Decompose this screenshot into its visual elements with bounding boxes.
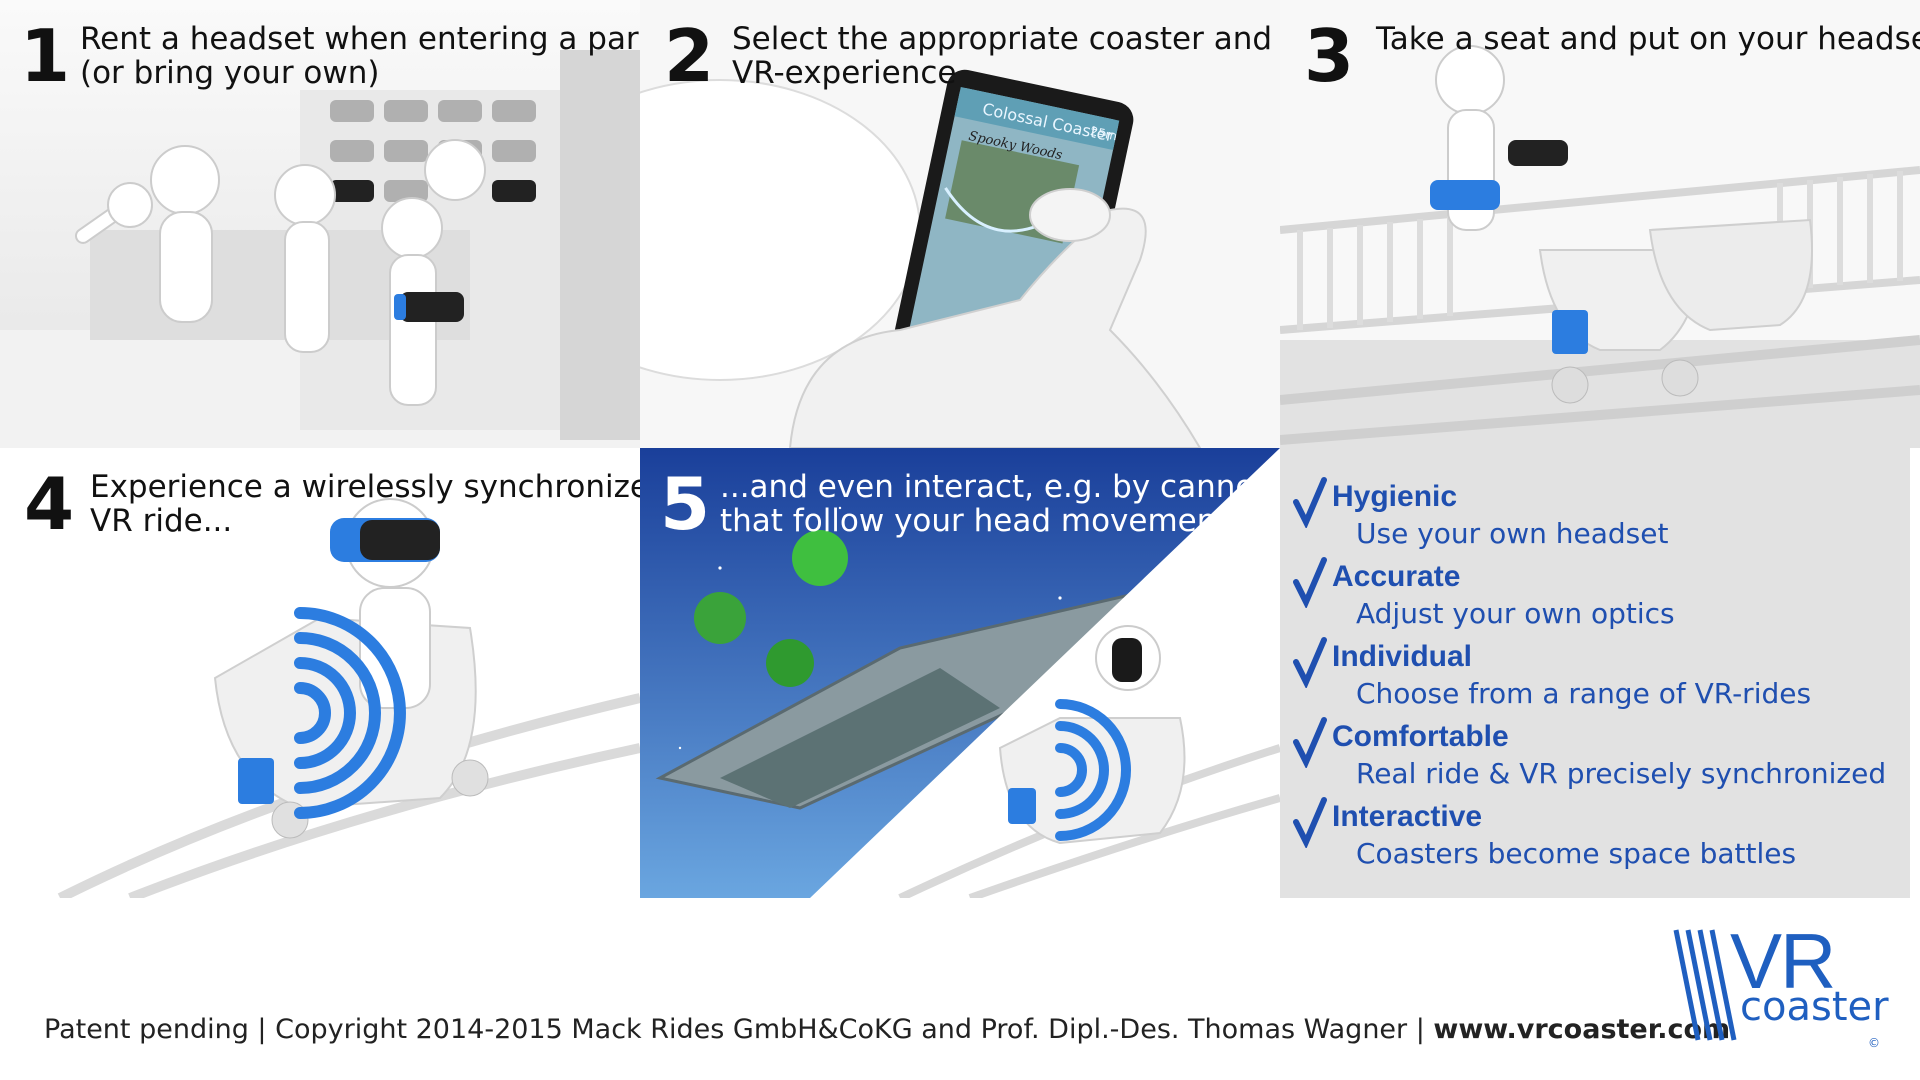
vrcoaster-logo: VR coaster © [1668, 917, 1889, 1054]
step-panel-2: Colossal Coaster 25m Spooky Woods 2 Sele… [640, 0, 1280, 448]
logo-coaster: coaster [1740, 984, 1889, 1030]
benefit-title: Accurate [1332, 560, 1461, 593]
step-panel-5: 5 ...and even interact, e.g. by cannons … [640, 448, 1280, 898]
step-caption: Select the appropriate coaster and VR-ex… [732, 22, 1272, 90]
caption-line: (or bring your own) [80, 55, 380, 91]
phone-selection-illustration: Colossal Coaster 25m Spooky Woods [640, 0, 1280, 448]
step-caption: Experience a wirelessly synchronized VR … [90, 470, 640, 538]
benefits-panel: Hygienic Use your own headset Accurate A… [1280, 448, 1910, 898]
benefit-title: Comfortable [1332, 720, 1509, 753]
logo-stripes-icon [1673, 929, 1737, 1041]
benefit-desc: Coasters become space battles [1356, 837, 1797, 870]
caption-line: VR ride... [90, 503, 233, 539]
step-panel-3: 3 Take a seat and put on your headset [1280, 0, 1920, 448]
copyright-footer: Patent pending | Copyright 2014-2015 Mac… [44, 1014, 1730, 1045]
website-link[interactable]: www.vrcoaster.com [1433, 1014, 1731, 1045]
step-panel-1: 1 Rent a headset when entering a park (o… [0, 0, 640, 448]
checkmark-icon [1293, 557, 1327, 608]
benefit-item-individual: Individual Choose from a range of VR-rid… [1293, 637, 1920, 714]
step-panel-4: 4 Experience a wirelessly synchronized V… [0, 448, 640, 898]
step-caption: Rent a headset when entering a park (or … [80, 22, 640, 90]
step-number: 1 [20, 14, 71, 98]
benefit-item-interactive: Interactive Coasters become space battle… [1293, 797, 1920, 874]
wireless-signal-icon [294, 607, 406, 819]
caption-line: Take a seat and put on your headset [1376, 21, 1920, 57]
caption-line: that follow your head movement! [720, 503, 1241, 539]
step-number: 2 [664, 14, 715, 98]
benefit-item-comfortable: Comfortable Real ride & VR precisely syn… [1293, 717, 1920, 794]
step-caption: ...and even interact, e.g. by cannons th… [720, 470, 1280, 538]
logo-copyright-mark: © [1868, 1036, 1880, 1050]
benefit-desc: Adjust your own optics [1356, 597, 1675, 630]
phone-screen-badge: 25m [1089, 124, 1118, 143]
wireless-ride-illustration [0, 448, 640, 898]
caption-line: ...and even interact, e.g. by cannons [720, 469, 1280, 505]
benefit-title: Individual [1332, 640, 1473, 673]
step-number: 3 [1304, 14, 1355, 98]
checkmark-icon [1293, 797, 1327, 848]
benefit-desc: Real ride & VR precisely synchronized [1356, 757, 1887, 790]
space-battle-illustration [640, 448, 1280, 898]
benefit-title: Interactive [1332, 800, 1483, 833]
caption-line: Select the appropriate coaster and [732, 21, 1273, 57]
step-number: 4 [24, 462, 75, 546]
benefit-desc: Use your own headset [1356, 517, 1669, 550]
benefit-title: Hygienic [1332, 480, 1458, 513]
checkmark-icon [1293, 637, 1327, 688]
seat-headset-illustration [1280, 0, 1920, 448]
benefit-item-hygienic: Hygienic Use your own headset [1293, 477, 1920, 554]
checkmark-icon [1293, 477, 1327, 528]
step-caption: Take a seat and put on your headset [1376, 22, 1920, 56]
headset-rental-illustration [0, 0, 640, 448]
caption-line: Experience a wirelessly synchronized [90, 469, 640, 505]
checkmark-icon [1293, 717, 1327, 768]
benefit-item-accurate: Accurate Adjust your own optics [1293, 557, 1920, 634]
caption-line: VR-experience [732, 55, 957, 91]
copyright-text: Patent pending | Copyright 2014-2015 Mac… [44, 1014, 1434, 1045]
caption-line: Rent a headset when entering a park [80, 21, 640, 57]
logo-vr: VR [1730, 917, 1836, 1005]
benefit-desc: Choose from a range of VR-rides [1356, 677, 1812, 710]
step-number: 5 [660, 462, 711, 546]
